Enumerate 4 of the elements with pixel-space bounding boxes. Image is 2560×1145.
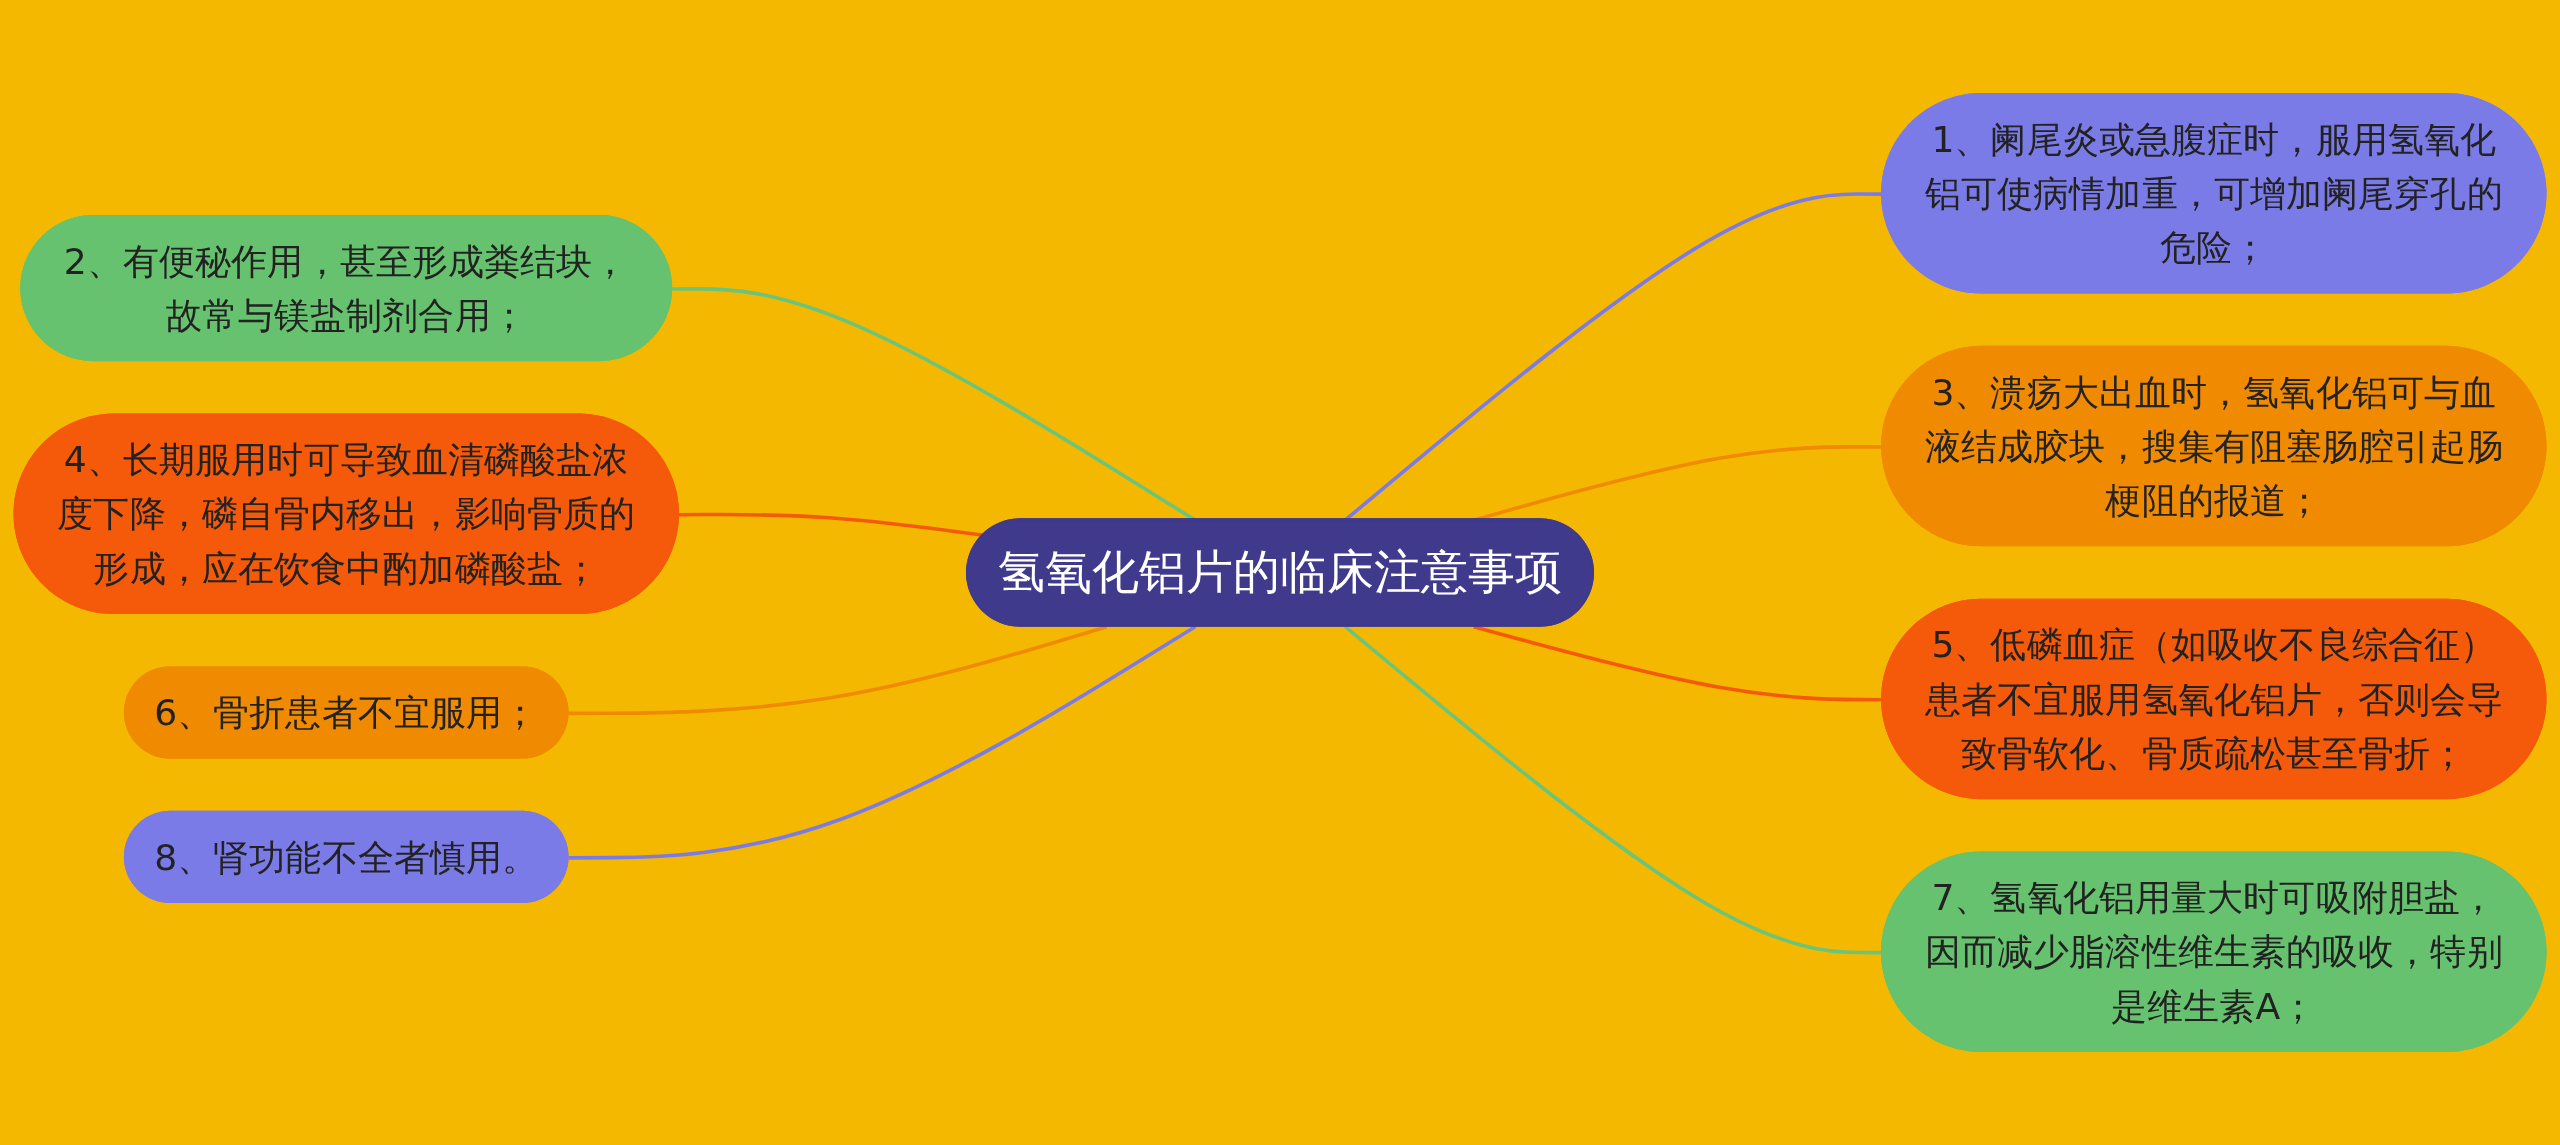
connector [568,624,1108,716]
connector [568,625,1197,860]
connector [1473,624,1883,702]
connector [1344,625,1883,955]
